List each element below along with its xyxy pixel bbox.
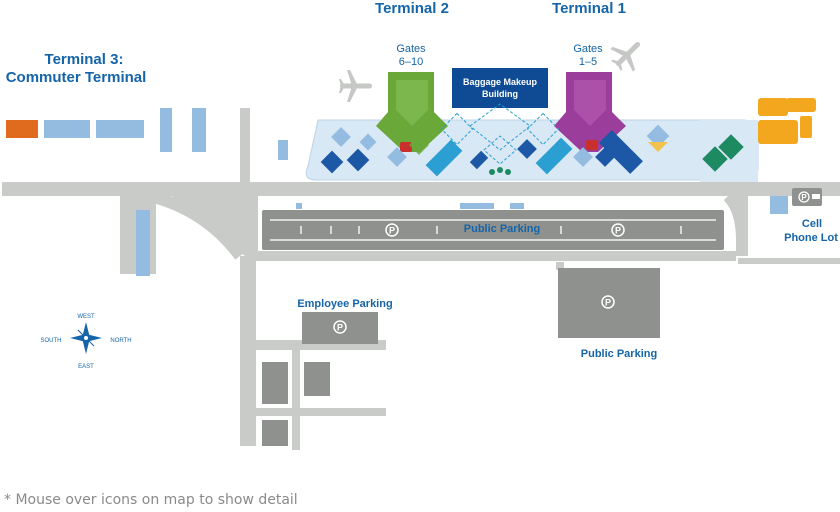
parking-symbol-text: P [615, 226, 621, 236]
terminal-3-title-1: Terminal 3: [45, 51, 124, 68]
concourse-block[interactable] [702, 146, 728, 172]
employee-parking-lot[interactable] [302, 312, 378, 344]
west-long-block [136, 210, 150, 276]
terminal-2-info-icon[interactable] [400, 142, 412, 152]
public-parking-south-label: Public Parking [581, 348, 657, 360]
road-curve-west [148, 190, 245, 260]
compass-east: EAST [78, 364, 94, 370]
parking-symbol-text: P [605, 298, 611, 308]
parking-lane-ticks [300, 226, 682, 234]
cell-lot-car [812, 194, 820, 199]
terminal-3-block-3 [160, 108, 172, 152]
terminal-1-info-icon[interactable] [586, 140, 598, 150]
parking-symbol-text: P [337, 323, 343, 333]
fountain-dot [489, 169, 495, 175]
map-footnote: * Mouse over icons on map to show detail [4, 492, 298, 508]
parking-marker-strip-2 [460, 203, 494, 209]
parking-symbol-text: P [389, 226, 395, 236]
terminal-1-gates-range: 1–5 [579, 56, 597, 68]
terminal-3-block-1 [44, 120, 90, 138]
employee-parking-label: Employee Parking [297, 298, 392, 310]
parking-symbol-cell[interactable]: P [798, 191, 810, 203]
terminal-2-inner [396, 80, 428, 126]
terminal-2-gates-range: 6–10 [399, 56, 423, 68]
compass-rose [70, 322, 102, 354]
terminal-2-title: Terminal 2 [375, 0, 449, 17]
cell-phone-label-2: Phone Lot [784, 232, 838, 244]
baggage-label-2: Building [482, 89, 518, 99]
airplane-icon [339, 70, 372, 102]
parking-symbol-south[interactable]: P [601, 295, 615, 309]
public-parking-main-label: Public Parking [464, 223, 540, 235]
compass-south: SOUTH [41, 338, 62, 344]
baggage-label-1: Baggage Makeup [463, 77, 538, 87]
baggage-makeup-building[interactable] [452, 68, 548, 108]
concourse-block[interactable] [648, 142, 668, 152]
terminal-1-inner [574, 80, 606, 126]
fountain-dot [505, 169, 511, 175]
baggage-connectors [440, 103, 560, 165]
concourse-block[interactable] [718, 134, 744, 160]
gray-lot-2 [304, 362, 330, 396]
parking-symbol-main-2[interactable]: P [611, 223, 625, 237]
terminal-2-gates-label: Gates [396, 43, 426, 55]
public-parking-south-lot[interactable] [558, 268, 660, 338]
concourse-block[interactable] [387, 147, 407, 167]
rental-car-facility[interactable] [758, 98, 816, 144]
concourse-block[interactable] [425, 139, 463, 177]
compass-west: WEST [77, 314, 95, 320]
terminal-3-block-2 [96, 120, 144, 138]
fountain-dot [497, 167, 503, 173]
terminal-3-block-5 [278, 140, 288, 160]
concourse-block[interactable] [331, 127, 351, 147]
concourse-block[interactable] [599, 130, 643, 174]
terminal-3-block-4 [192, 108, 206, 152]
gray-lot-3 [262, 420, 288, 446]
parking-symbol-text: P [801, 193, 807, 202]
cell-phone-label-1: Cell [802, 218, 822, 230]
compass-north: NORTH [110, 338, 131, 344]
cell-lot-blue-block [770, 196, 788, 214]
airplane-icon [610, 41, 641, 72]
concourse-block[interactable] [359, 133, 377, 151]
parking-symbol-employee[interactable]: P [333, 320, 347, 334]
terminal-1-gates-label: Gates [573, 43, 603, 55]
concourse-block[interactable] [535, 137, 573, 175]
concourse-block[interactable] [469, 150, 489, 170]
parking-lanes [270, 219, 716, 241]
terminal-3-building[interactable] [6, 120, 38, 138]
gray-lot-1 [262, 362, 288, 404]
concourse-block[interactable] [409, 135, 429, 155]
parking-symbol-main-1[interactable]: P [385, 223, 399, 237]
road-curve-east [723, 191, 748, 256]
terminal-3-title-2: Commuter Terminal [6, 69, 147, 86]
terminal-1-title: Terminal 1 [552, 0, 626, 17]
parking-marker-strip-1 [296, 203, 302, 209]
cell-phone-lot[interactable] [792, 188, 822, 206]
parking-marker-strip-3 [510, 203, 524, 209]
